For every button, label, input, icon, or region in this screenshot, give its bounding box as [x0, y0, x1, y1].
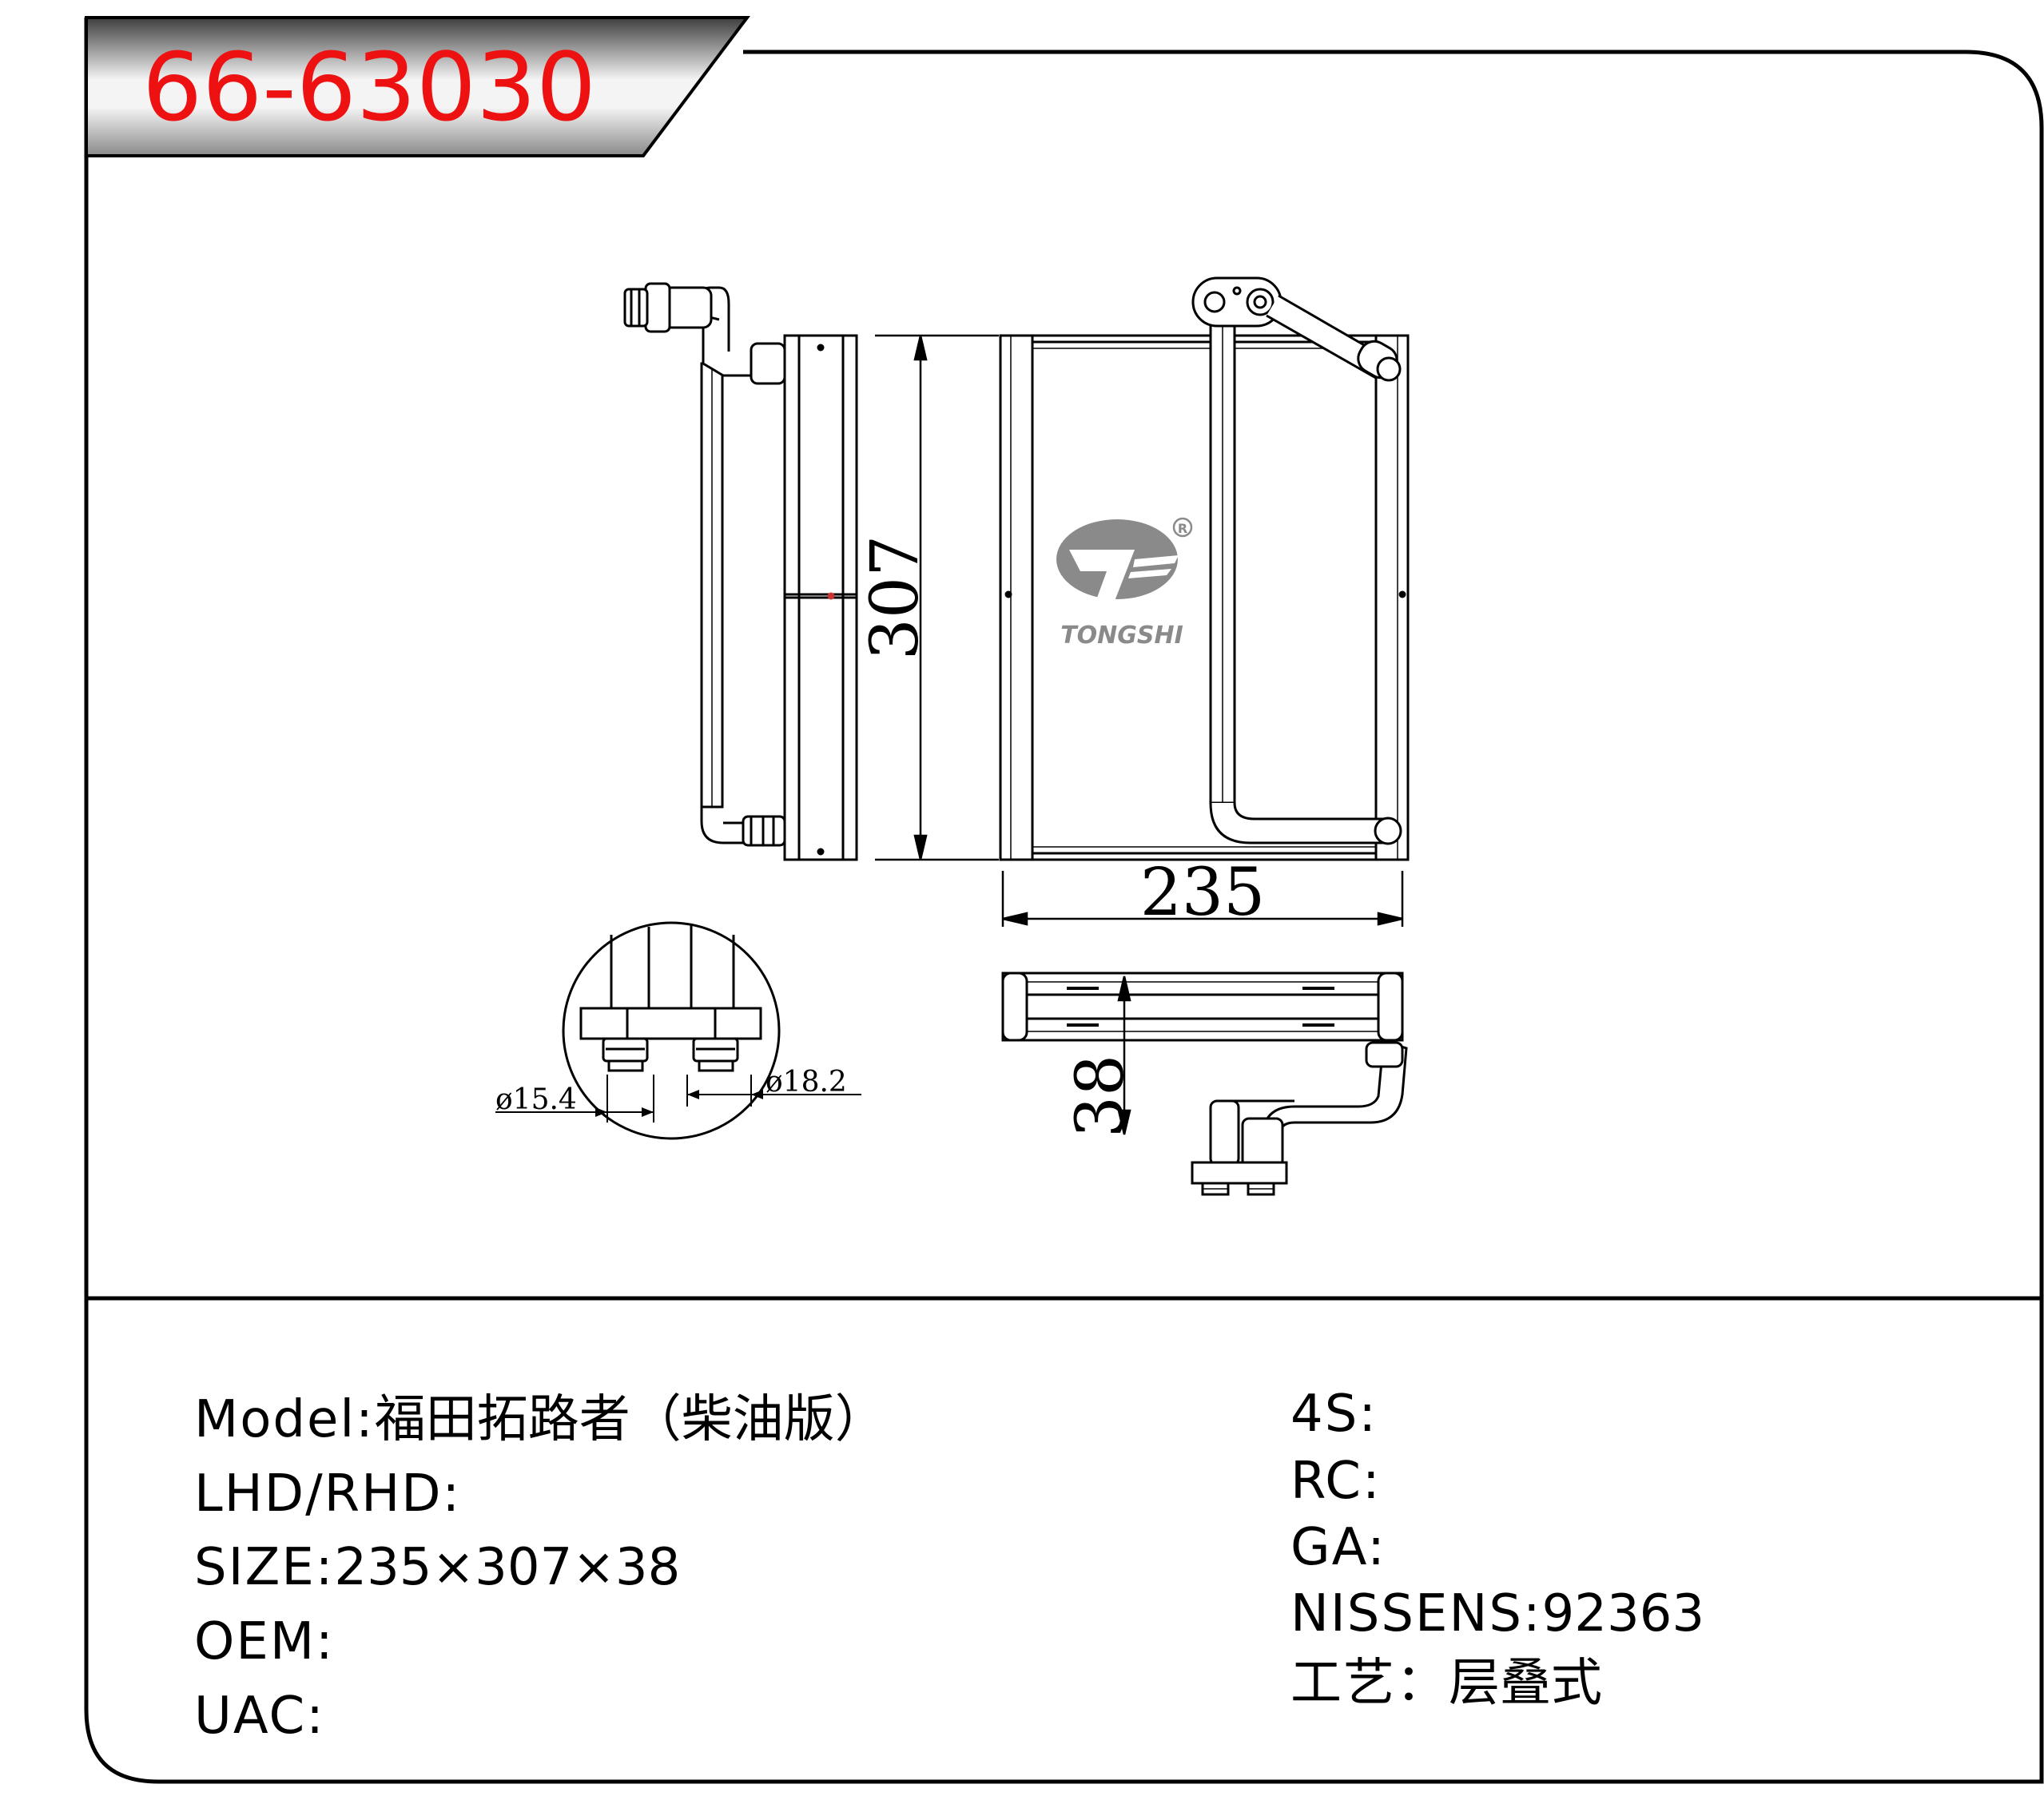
front-view [999, 276, 1410, 861]
craft-label: 工艺： [1290, 1654, 1449, 1713]
registered-mark: R [1178, 521, 1187, 536]
diameter-large-label: ø18.2 [766, 1066, 847, 1099]
craft-row: 工艺：层叠式 [1290, 1658, 1602, 1709]
brand-name: TONGSHI [1060, 622, 1183, 650]
model-label: Model: [194, 1390, 375, 1449]
height-dimension [875, 334, 999, 861]
depth-label: 38 [1063, 1055, 1139, 1138]
depth-dimension [1117, 976, 1131, 1135]
s4-label: 4S: [1290, 1385, 1378, 1444]
model-value: 福田拓路者（柴油版） [374, 1390, 886, 1449]
drive-row: LHD/RHD: [194, 1468, 461, 1520]
craft-value: 层叠式 [1449, 1654, 1602, 1713]
drive-label: LHD/RHD: [194, 1464, 462, 1524]
size-row: SIZE:235×307×38 [194, 1542, 680, 1593]
side-view [623, 282, 858, 861]
width-label: 235 [1140, 855, 1266, 931]
size-label: SIZE: [194, 1538, 335, 1597]
part-number-banner: 66-63030 [85, 16, 751, 157]
oem-row: OEM: [194, 1616, 335, 1667]
part-number: 66-63030 [142, 32, 596, 142]
ga-label: GA: [1290, 1518, 1386, 1577]
width-dimension [1001, 871, 1404, 927]
rc-label: RC: [1290, 1452, 1382, 1511]
size-value: 235×307×38 [334, 1538, 681, 1597]
uac-row: UAC: [194, 1691, 325, 1742]
rc-row: RC: [1290, 1456, 1382, 1507]
nissens-value: 92363 [1541, 1584, 1705, 1643]
oem-label: OEM: [194, 1612, 335, 1671]
model-row: Model:福田拓路者（柴油版） [194, 1394, 886, 1445]
height-label: 307 [857, 535, 933, 661]
s4-row: 4S: [1290, 1389, 1378, 1440]
nissens-row: NISSENS:92363 [1290, 1588, 1704, 1639]
diameter-small-label: ø15.4 [495, 1083, 577, 1116]
nissens-label: NISSENS: [1290, 1584, 1542, 1643]
brand-logo: R TONGSHI [1056, 517, 1193, 650]
outer-frame [84, 18, 2044, 1784]
uac-label: UAC: [194, 1687, 325, 1746]
top-view [1001, 972, 1408, 1196]
pipe-detail [495, 921, 861, 1140]
ga-row: GA: [1290, 1522, 1386, 1573]
